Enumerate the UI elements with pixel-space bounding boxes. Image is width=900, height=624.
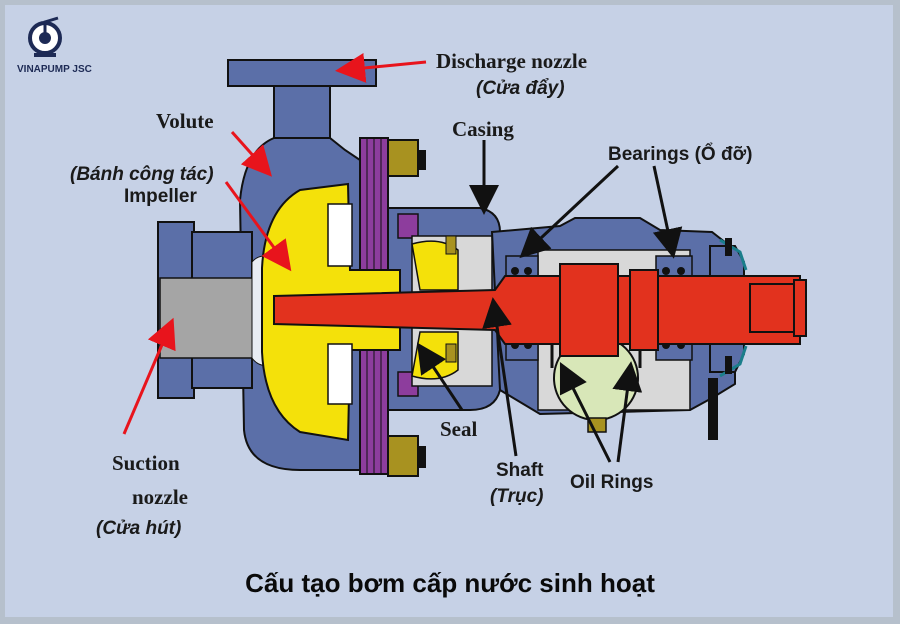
bearing-arrow-right: [652, 165, 683, 259]
seal-label: Seal: [440, 417, 478, 441]
volute-label: Volute: [156, 109, 214, 133]
pump-assembly: [157, 59, 807, 477]
bearing-arrow-left: [519, 164, 620, 259]
oil-rings-label: Oil Rings: [570, 472, 653, 493]
discharge-flange: [227, 59, 377, 87]
suction-arrow: [122, 317, 176, 435]
shaft-vi-label: (Trục): [490, 486, 543, 507]
suction-bore: [159, 277, 256, 359]
suction-label-2: nozzle: [132, 485, 188, 509]
callout-arrows: [122, 53, 683, 463]
impeller-vi-label: (Bánh công tác): [70, 164, 214, 185]
casing-label: Casing: [452, 117, 514, 141]
shaft: [273, 275, 801, 345]
oil-ring-arrow-left: [559, 361, 612, 463]
logo-text: VINAPUMP JSC: [17, 64, 92, 75]
diagram-frame: VINAPUMP JSC: [5, 5, 893, 617]
suction-label-1: Suction: [112, 451, 180, 475]
bearings-label: Bearings (Ổ đỡ): [608, 143, 752, 165]
volute-arrow: [230, 130, 273, 177]
shaft-arrow: [482, 297, 518, 457]
bolt-bottom: [387, 435, 419, 477]
discharge-arrow: [335, 53, 427, 83]
pump-diagram: VINAPUMP JSC: [17, 16, 807, 598]
caption: Cấu tạo bơm cấp nước sinh hoạt: [245, 568, 655, 598]
discharge-label: Discharge nozzle: [436, 49, 587, 73]
discharge-vi-label: (Cửa đẩy): [476, 78, 565, 99]
labels: Discharge nozzle (Cửa đẩy) Volute Casing…: [70, 49, 752, 539]
seal-arrow: [417, 342, 464, 411]
impeller-label: Impeller: [124, 186, 197, 207]
suction-vi-label: (Cửa hút): [96, 518, 181, 539]
vinapump-logo: VINAPUMP JSC: [17, 16, 92, 75]
oil-ring-arrow-right: [612, 361, 643, 463]
bolt-top: [387, 139, 419, 177]
impeller-arrow: [224, 181, 292, 272]
shaft-label: Shaft: [496, 460, 544, 481]
